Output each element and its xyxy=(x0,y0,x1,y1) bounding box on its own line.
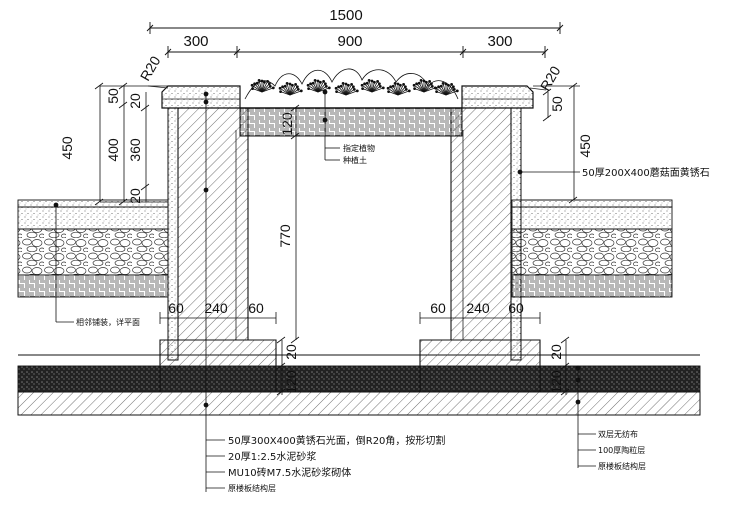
plant-cluster xyxy=(244,68,459,100)
base-dimensions xyxy=(276,336,570,396)
note-slab-structure-right: 原楼板结构层 xyxy=(598,461,646,471)
dim-height-450-left: 450 xyxy=(59,136,75,160)
right-wall xyxy=(419,85,541,393)
left-ground-layers xyxy=(17,199,169,298)
dim-footing-left-60b: 60 xyxy=(248,300,264,316)
note-geotextile: 双层无纺布 xyxy=(598,429,638,439)
layer-notes-leader xyxy=(575,365,596,468)
dim-base-20-left: 20 xyxy=(283,344,299,360)
note-cap-stone-finish: 50厚300X400黄锈石光面，倒R20角，按形切割 xyxy=(228,434,445,447)
dim-left-wall-width: 300 xyxy=(183,33,208,50)
top-dimensions xyxy=(146,22,564,58)
cap-stone-leader xyxy=(517,169,580,175)
adjacent-paving-leader xyxy=(53,202,74,323)
base-slab xyxy=(17,354,701,416)
dim-small-20-left: 20 xyxy=(127,188,143,204)
dim-base-120-left: 120 xyxy=(283,370,299,394)
dim-footing-right-60b: 60 xyxy=(508,300,524,316)
right-ground-layers xyxy=(511,199,673,298)
note-slab-structure: 原楼板结构层 xyxy=(228,483,276,493)
inner-vertical-dimensions xyxy=(290,104,300,344)
left-wall xyxy=(159,85,277,393)
label-adjacent-paving: 相邻铺装，详平面 xyxy=(76,317,140,327)
dim-height-770: 770 xyxy=(277,224,293,248)
label-plant: 指定植物 xyxy=(343,143,375,153)
dim-base-120-right: 120 xyxy=(548,370,564,394)
note-masonry: MU10砖M7.5水泥砂浆砌体 xyxy=(228,466,351,479)
planter-soil xyxy=(239,107,463,137)
dim-height-450-right: 450 xyxy=(577,134,593,158)
dim-inner-120: 120 xyxy=(279,112,295,136)
note-ceramsite: 100厚陶粒层 xyxy=(598,445,645,455)
dim-footing-left-240: 240 xyxy=(204,300,228,316)
note-mortar-layer: 20厚1:2.5水泥砂浆 xyxy=(228,450,316,463)
plant-soil-leaders xyxy=(322,89,340,161)
dim-height-400: 400 xyxy=(105,138,121,162)
dim-overall-width: 1500 xyxy=(329,7,362,24)
dim-right-wall-width: 300 xyxy=(487,33,512,50)
dim-coping-50-right: 50 xyxy=(549,96,565,112)
dim-radius-left: R20 xyxy=(137,53,164,83)
wall-notes-leader xyxy=(203,91,225,492)
dim-footing-right-240: 240 xyxy=(466,300,490,316)
dim-coping-50-left: 50 xyxy=(105,88,121,104)
footing-dimensions xyxy=(159,312,541,324)
dim-footing-left-60a: 60 xyxy=(168,300,184,316)
label-soil: 种植土 xyxy=(343,155,367,165)
label-cap-stone: 50厚200X400蘑菇面黄锈石 xyxy=(582,166,710,179)
dim-inner-width: 900 xyxy=(337,33,362,50)
dim-footing-right-60a: 60 xyxy=(430,300,446,316)
left-vertical-dimensions xyxy=(94,82,168,206)
dim-height-360: 360 xyxy=(127,138,143,162)
dim-base-20-right: 20 xyxy=(548,344,564,360)
dim-mortar-20-left: 20 xyxy=(127,93,143,109)
dim-radius-right: R20 xyxy=(537,63,564,93)
right-vertical-dimensions xyxy=(521,82,580,204)
